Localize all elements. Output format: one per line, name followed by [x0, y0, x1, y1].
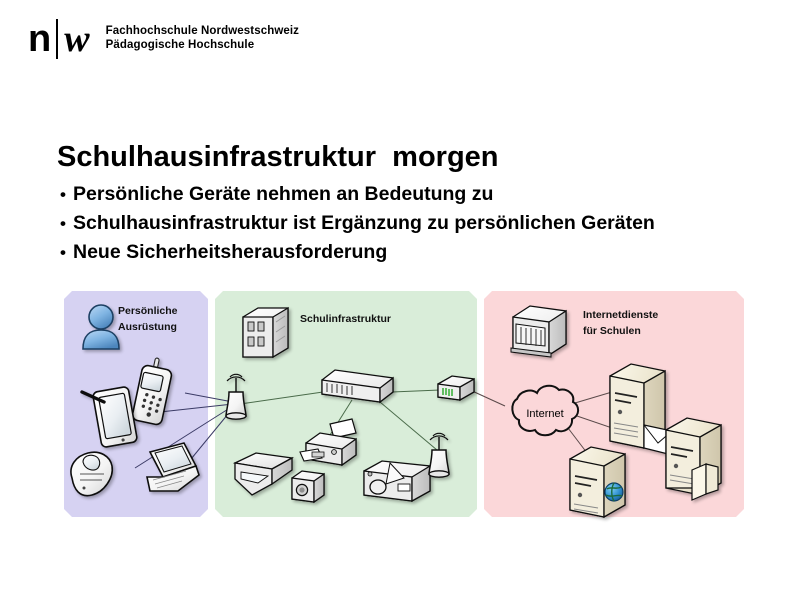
fhnw-logo: n w: [28, 18, 90, 60]
panel-school-label-line1: Schulinfrastruktur: [300, 313, 391, 325]
school-building-icon: [242, 306, 289, 359]
institution-name: Fachhochschule Nordwestschweiz Pädagogis…: [106, 24, 299, 52]
internet-cloud-icon: Internet: [511, 384, 580, 437]
slide-header: n w Fachhochschule Nordwestschweiz Pädag…: [28, 18, 299, 60]
panel-school-background: [215, 291, 477, 517]
panel-internet-background: [484, 291, 744, 517]
bullet-list: • Persönliche Geräte nehmen an Bedeutung…: [60, 180, 790, 267]
mail-server-icon: [609, 363, 673, 456]
panel-personal-equipment: [64, 291, 208, 517]
scanner-icon: [232, 452, 295, 496]
file-server-icon: [665, 417, 722, 501]
bullet-item: • Persönliche Geräte nehmen an Bedeutung…: [60, 180, 790, 209]
page-title: Schulhausinfrastruktur morgen: [57, 141, 499, 174]
bullet-marker-icon: •: [60, 214, 66, 233]
user-avatar-icon: [82, 304, 120, 350]
logo-letter-n: n: [28, 18, 51, 60]
wifi-access-point-icon: [225, 373, 247, 420]
bullet-item: • Schulhausinfrastruktur ist Ergänzung z…: [60, 209, 790, 238]
panel-personal-background: [64, 291, 208, 517]
panel-internet-services: [484, 291, 744, 517]
camera-icon: [291, 470, 325, 504]
panel-internet-label-line1: Internetdienste: [583, 309, 658, 321]
globe-icon: [604, 482, 624, 502]
bullet-marker-icon: •: [60, 243, 66, 262]
panel-school-infrastructure: [215, 291, 477, 517]
bullet-text: Neue Sicherheitsherausforderung: [73, 241, 388, 263]
panel-internet-label-line2: für Schulen: [583, 325, 641, 337]
panel-personal-label-line2: Ausrüstung: [118, 321, 177, 333]
bullet-marker-icon: •: [60, 185, 66, 204]
logo-divider: [56, 19, 59, 59]
bullet-text: Schulhausinfrastruktur ist Ergänzung zu …: [73, 212, 655, 234]
handheld-device-icon: [70, 451, 114, 497]
projector-icon: [363, 460, 431, 503]
printer-icon: [299, 418, 357, 467]
network-switch-icon: [321, 369, 394, 404]
institution-line-1: Fachhochschule Nordwestschweiz: [105, 25, 300, 37]
panel-personal-label-line1: Persönliche: [118, 305, 178, 317]
mobile-phone-icon: [131, 357, 173, 426]
institution-line-2: Pädagogische Hochschule: [105, 39, 255, 51]
wifi-access-point-icon: [428, 432, 450, 478]
web-server-icon: [569, 446, 626, 519]
internet-cloud-label: Internet: [526, 408, 563, 420]
tablet-stylus-icon: [80, 386, 138, 448]
bullet-item: • Neue Sicherheitsherausforderung: [60, 238, 790, 267]
connection-lines: [134, 389, 669, 471]
datacenter-icon: [510, 305, 567, 358]
router-icon: [437, 375, 475, 402]
laptop-icon: [146, 442, 200, 492]
bullet-text: Persönliche Geräte nehmen an Bedeutung z…: [73, 183, 494, 205]
logo-letter-w: w: [64, 18, 90, 60]
